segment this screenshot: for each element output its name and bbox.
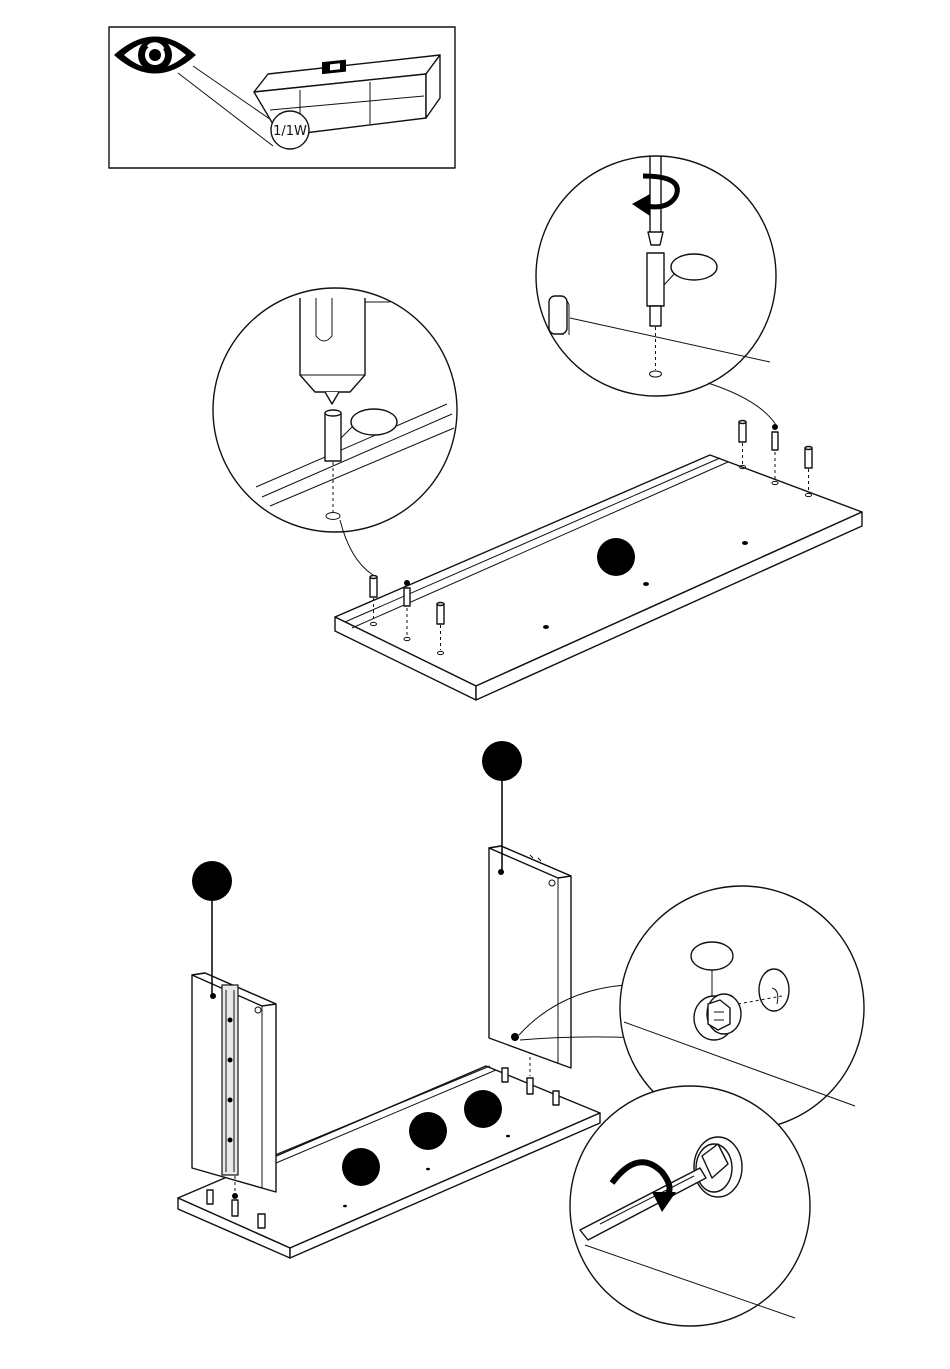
right-panel-marker [482, 741, 522, 781]
zoom-dowel-detail [213, 288, 457, 575]
panel-marker [597, 538, 635, 576]
base-marker-1 [342, 1148, 380, 1186]
base-marker-3 [464, 1090, 502, 1128]
reference-label: 1/1W [273, 124, 307, 139]
eye-icon [114, 37, 196, 74]
left-side-panel [192, 861, 276, 1196]
base-marker-2 [409, 1112, 447, 1150]
reference-box: 1/1W [109, 27, 455, 168]
left-panel-marker [192, 861, 232, 901]
zoom-cam-turn-detail [570, 1086, 810, 1326]
right-side-panel [482, 741, 640, 1068]
zoom-bolt-detail [536, 156, 776, 425]
